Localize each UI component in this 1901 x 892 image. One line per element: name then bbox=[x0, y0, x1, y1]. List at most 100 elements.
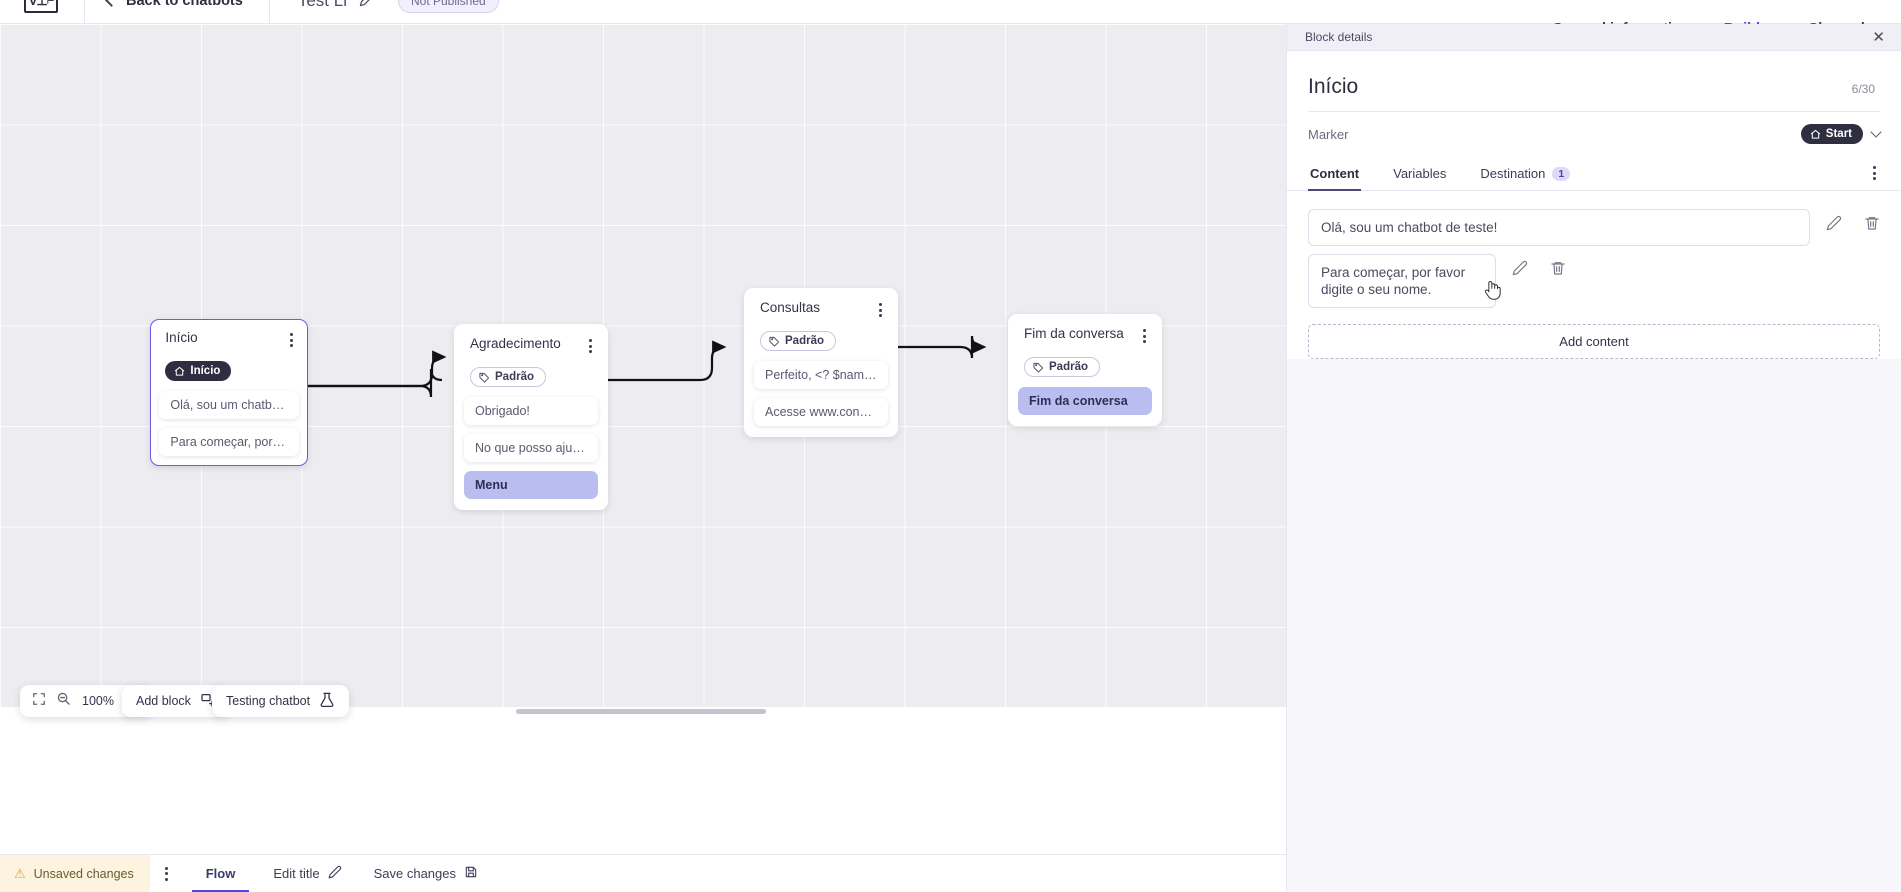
panel-tab-content-label: Content bbox=[1310, 166, 1360, 181]
content-item-actions bbox=[1810, 209, 1880, 236]
marker-label: Marker bbox=[1308, 126, 1349, 142]
node-title: Agradecimento bbox=[470, 336, 561, 351]
footer-tab-flow[interactable]: Flow bbox=[184, 855, 258, 892]
node-menu-icon[interactable] bbox=[583, 334, 598, 358]
home-icon bbox=[175, 366, 185, 376]
brand-logo[interactable]: V⊥⌐ bbox=[24, 0, 58, 13]
node-header: Agradecimento bbox=[464, 334, 598, 358]
node-menu-icon[interactable] bbox=[284, 328, 299, 352]
block-title: Início bbox=[1308, 75, 1359, 98]
divider bbox=[84, 0, 85, 24]
flow-node-agradecimento[interactable]: Agradecimento Padrão Obrigado! No que po… bbox=[454, 324, 608, 510]
node-message-end[interactable]: Fim da conversa bbox=[1018, 386, 1152, 415]
node-tag-start: Início bbox=[165, 361, 232, 382]
content-item: Olá, sou um chatbot de teste! bbox=[1308, 209, 1880, 246]
unsaved-changes-label: Unsaved changes bbox=[33, 866, 134, 881]
delete-content-trash-icon[interactable] bbox=[1550, 260, 1566, 281]
divider bbox=[268, 0, 270, 24]
add-content-button[interactable]: Add content bbox=[1308, 324, 1880, 359]
bottom-bar: ⚠ Unsaved changes Flow Edit title Save c… bbox=[0, 854, 1286, 892]
edit-title-button[interactable]: Edit title bbox=[257, 855, 357, 892]
fit-screen-icon[interactable] bbox=[32, 692, 46, 711]
panel-tab-variables-label: Variables bbox=[1393, 166, 1447, 181]
node-message[interactable]: Olá, sou um chatbot de teste! bbox=[159, 390, 299, 419]
node-title: Consultas bbox=[760, 300, 821, 315]
unsaved-changes-badge: ⚠ Unsaved changes bbox=[0, 855, 150, 892]
delete-content-trash-icon[interactable] bbox=[1864, 215, 1880, 236]
node-menu-icon[interactable] bbox=[1137, 324, 1152, 348]
edit-content-pencil-icon[interactable] bbox=[1512, 260, 1528, 281]
flow-node-consultas[interactable]: Consultas Padrão Perfeito, <? $name ?>! … bbox=[744, 288, 898, 437]
testing-chatbot-button[interactable]: Testing chatbot bbox=[212, 685, 350, 717]
panel-header-title: Block details bbox=[1305, 30, 1373, 44]
char-count: 6/30 bbox=[1851, 82, 1875, 96]
node-message[interactable]: Perfeito, <? $name ?>! bbox=[754, 360, 888, 389]
node-tag-default: Padrão bbox=[470, 367, 546, 387]
save-changes-label: Save changes bbox=[373, 866, 456, 881]
node-menu-icon[interactable] bbox=[873, 298, 888, 322]
node-tag-label: Padrão bbox=[495, 371, 534, 383]
save-changes-button[interactable]: Save changes bbox=[358, 855, 494, 892]
panel-body: Início 6/30 Marker Start Content bbox=[1287, 51, 1901, 359]
panel-tab-content[interactable]: Content bbox=[1308, 156, 1362, 191]
chevron-down-icon[interactable] bbox=[1870, 126, 1882, 138]
tag-icon bbox=[769, 336, 779, 347]
close-icon[interactable]: ✕ bbox=[1872, 28, 1885, 46]
node-message[interactable]: Para começar, por favor digite o ... bbox=[159, 427, 299, 456]
edit-title-label: Edit title bbox=[273, 866, 320, 881]
marker-row: Marker Start bbox=[1287, 112, 1901, 156]
content-text[interactable]: Olá, sou um chatbot de teste! bbox=[1308, 209, 1810, 246]
node-message[interactable]: No que posso ajudar, <? $name ... bbox=[464, 433, 598, 462]
node-title: Início bbox=[165, 330, 198, 346]
marker-select[interactable]: Start bbox=[1800, 124, 1882, 144]
pencil-icon bbox=[328, 865, 342, 882]
node-message-menu[interactable]: Menu bbox=[464, 470, 598, 499]
content-item-actions bbox=[1496, 254, 1566, 281]
add-block-label: Add block bbox=[136, 694, 191, 708]
node-tag-default: Padrão bbox=[760, 331, 836, 351]
footer-menu-icon[interactable] bbox=[150, 855, 184, 892]
content-list: Olá, sou um chatbot de teste! Para começ… bbox=[1287, 191, 1901, 359]
chatbot-title: Test Li bbox=[297, 0, 347, 10]
warning-triangle-icon: ⚠ bbox=[14, 865, 26, 881]
panel-tab-destination[interactable]: Destination 1 bbox=[1478, 156, 1572, 190]
edit-content-pencil-icon[interactable] bbox=[1826, 215, 1842, 236]
flow-node-inicio[interactable]: Início Início Olá, sou um chatbot de tes… bbox=[150, 319, 308, 467]
node-tag-label: Padrão bbox=[1049, 361, 1088, 373]
content-text[interactable]: Para começar, por favor digite o seu nom… bbox=[1308, 254, 1496, 308]
panel-header: Block details ✕ bbox=[1287, 24, 1901, 51]
node-tag-label: Padrão bbox=[785, 335, 824, 347]
canvas-horizontal-scrollbar[interactable] bbox=[516, 709, 766, 714]
add-block-button[interactable]: Add block bbox=[122, 685, 230, 717]
node-message[interactable]: Acesse www.consultas.com par... bbox=[754, 397, 888, 426]
flow-canvas[interactable]: Início Início Olá, sou um chatbot de tes… bbox=[0, 24, 1286, 707]
divider bbox=[1308, 111, 1880, 112]
tag-icon bbox=[1033, 362, 1043, 373]
node-title: Fim da conversa bbox=[1024, 326, 1124, 341]
zoom-out-icon[interactable] bbox=[56, 691, 71, 711]
node-tag-default: Padrão bbox=[1024, 357, 1100, 377]
flow-node-fim-da-conversa[interactable]: Fim da conversa Padrão Fim da conversa bbox=[1008, 314, 1162, 426]
edit-title-pencil-icon[interactable] bbox=[359, 0, 376, 12]
marker-value-label: Start bbox=[1825, 128, 1852, 140]
pointer-hand-cursor bbox=[1483, 278, 1503, 307]
content-item: Para começar, por favor digite o seu nom… bbox=[1308, 254, 1880, 308]
marker-value-chip[interactable]: Start bbox=[1800, 124, 1863, 144]
top-bar: V⊥⌐ Back to chatbots Test Li Not Publish… bbox=[0, 0, 1901, 46]
node-message[interactable]: Obrigado! bbox=[464, 396, 598, 425]
destination-count-badge: 1 bbox=[1552, 166, 1571, 181]
panel-tab-destination-label: Destination bbox=[1480, 166, 1546, 181]
tag-icon bbox=[479, 372, 489, 383]
node-header: Fim da conversa bbox=[1018, 324, 1152, 348]
zoom-level-label: 100% bbox=[82, 694, 114, 708]
block-details-panel: Block details ✕ Início 6/30 Marker Start bbox=[1286, 24, 1901, 892]
back-to-chatbots-label: Back to chatbots bbox=[126, 0, 243, 9]
home-icon bbox=[1810, 129, 1820, 139]
panel-tabs-menu-icon[interactable] bbox=[1869, 158, 1880, 188]
node-header: Início bbox=[159, 328, 298, 352]
back-to-chatbots-button[interactable]: Back to chatbots bbox=[105, 0, 243, 9]
node-tag-label: Início bbox=[190, 365, 221, 378]
testing-chatbot-label: Testing chatbot bbox=[226, 694, 311, 708]
panel-tab-variables[interactable]: Variables bbox=[1391, 156, 1448, 190]
chevron-left-icon bbox=[105, 0, 118, 7]
